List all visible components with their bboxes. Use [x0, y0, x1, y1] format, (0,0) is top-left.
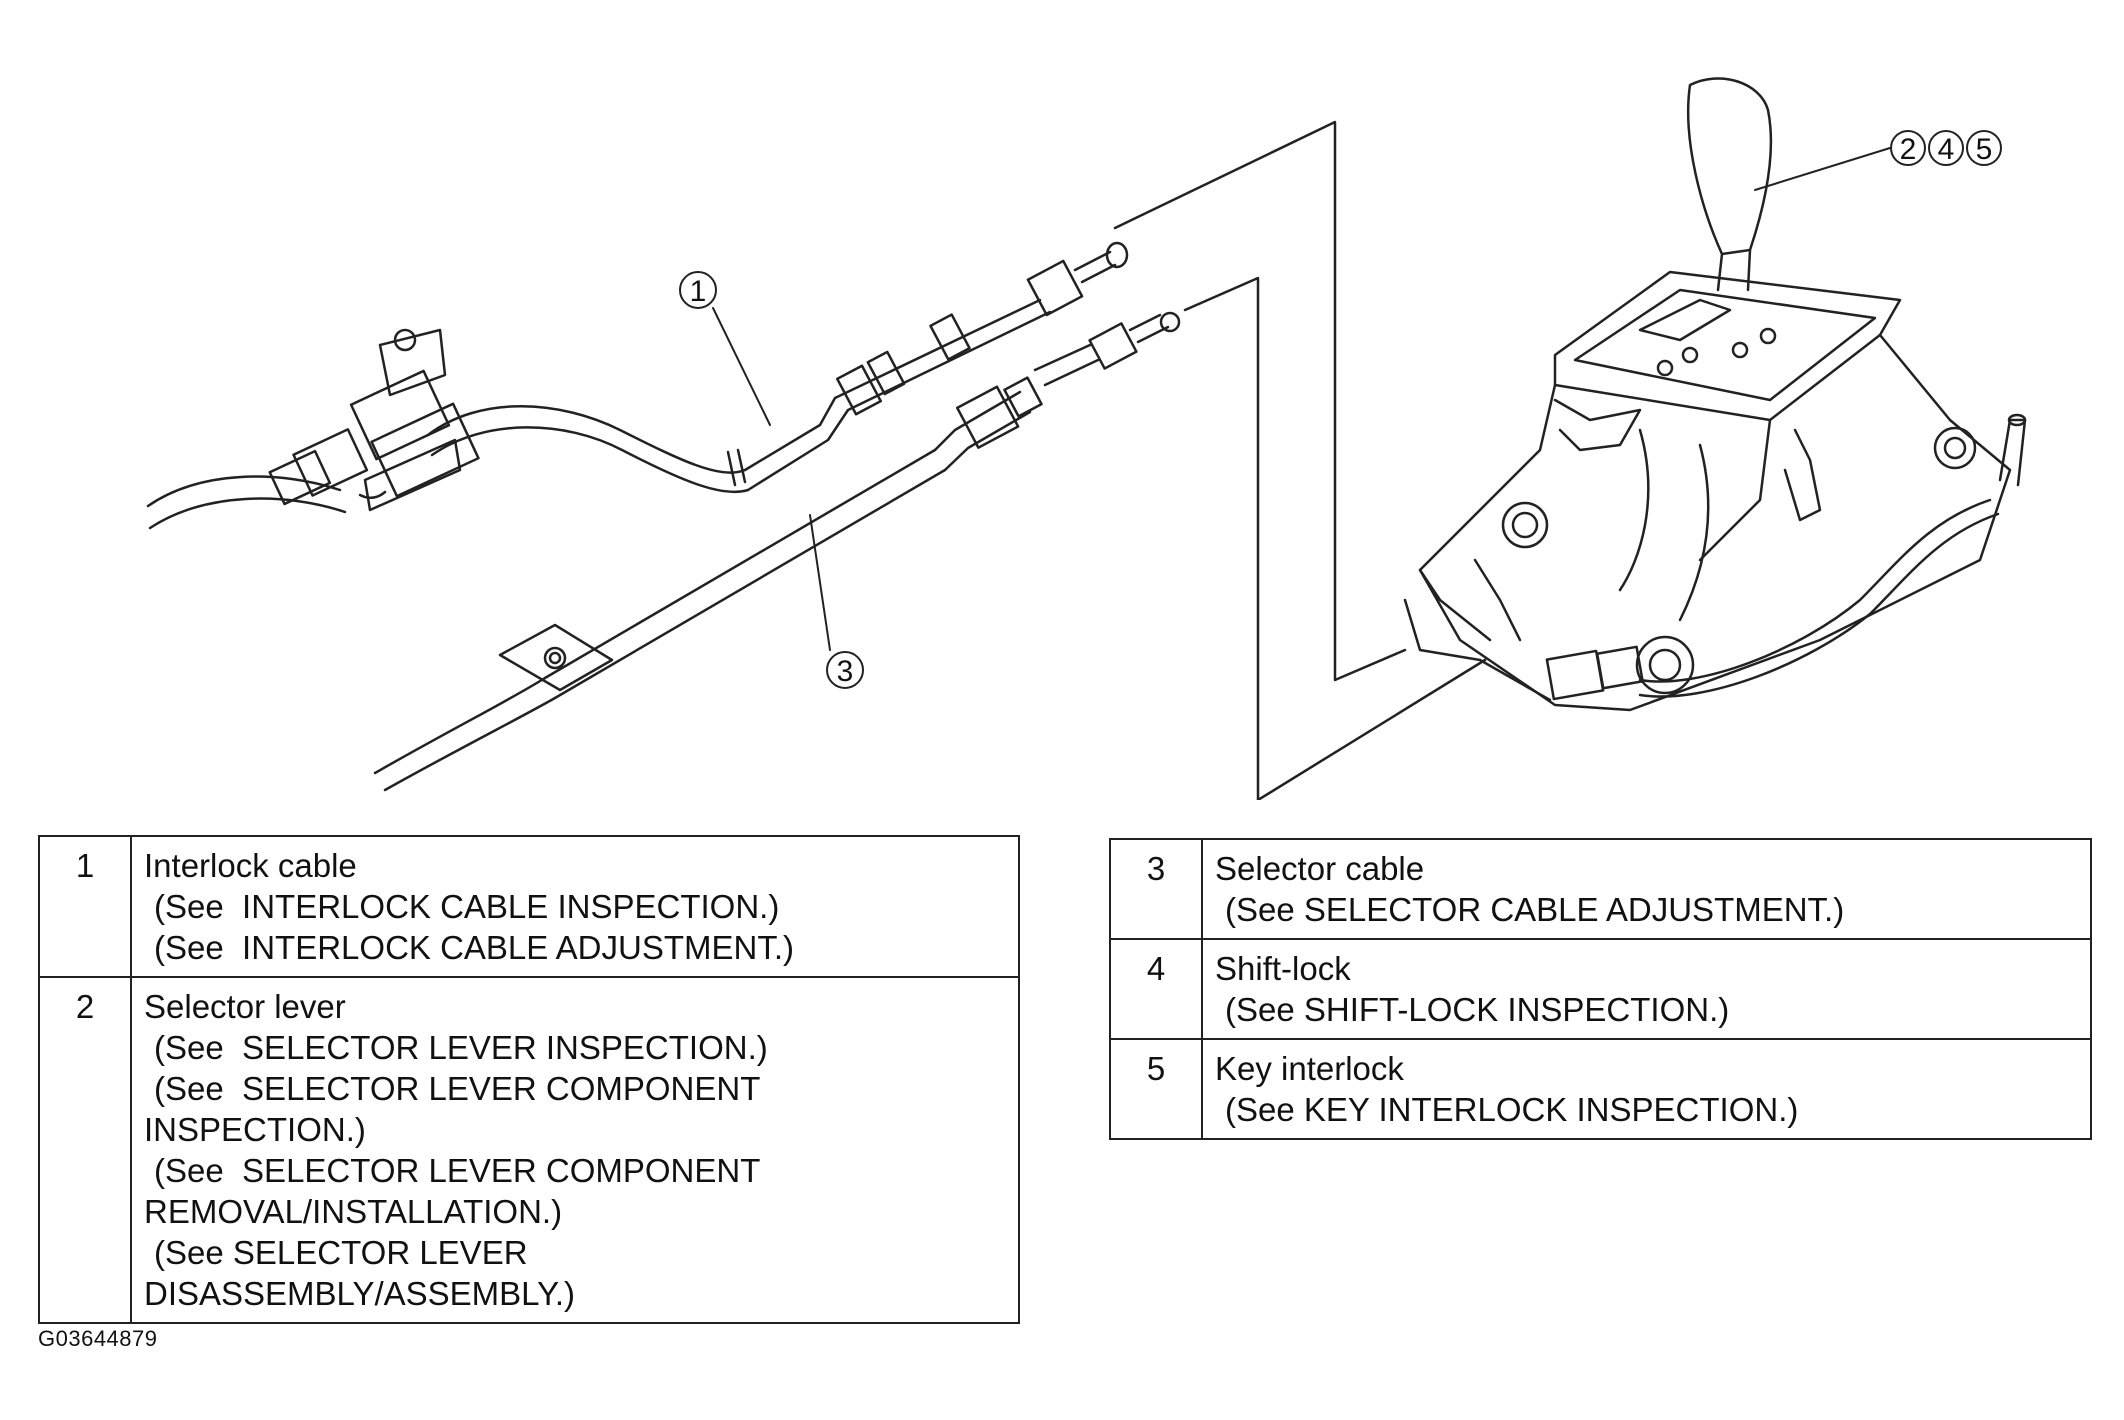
legend-number: 5 — [1109, 1038, 1203, 1140]
legend-reference: (See SELECTOR LEVER INSPECTION.) — [154, 1029, 768, 1066]
legend-row: 4 Shift-lock (See SHIFT-LOCK INSPECTION.) — [1109, 938, 2092, 1040]
legend-reference: INSPECTION.) — [144, 1111, 366, 1148]
selector-lever-assembly-illustration — [1403, 77, 2027, 712]
legend-row: 5 Key interlock (See KEY INTERLOCK INSPECT… — [1109, 1038, 2092, 1140]
legend-description: Interlock cable (See INTERLOCK CABLE INSP… — [130, 835, 1020, 978]
legend-number: 3 — [1109, 838, 1203, 940]
legend-description: Key interlock (See KEY INTERLOCK INSPECTI… — [1201, 1038, 2092, 1140]
legend-number: 2 — [38, 976, 132, 1324]
legend-description: Selector lever (See SELECTOR LEVER INSPEC… — [130, 976, 1020, 1324]
selector-cable-illustration — [373, 311, 1181, 792]
legend-table-right: 3 Selector cable (See SELECTOR CABLE ADJUS… — [1109, 838, 2092, 1140]
callout-digit: 4 — [1938, 133, 1955, 166]
legend-title: Selector cable — [1215, 850, 1425, 887]
callout-selector-cable: 3 — [826, 651, 864, 689]
callout-interlock-cable: 1 — [679, 271, 717, 309]
legend-title: Interlock cable — [144, 847, 357, 884]
svg-text:3: 3 — [837, 655, 854, 688]
legend-table-left: 1 Interlock cable (See INTERLOCK CABLE INS… — [38, 835, 1020, 1324]
legend-reference: (See KEY INTERLOCK INSPECTION.) — [1225, 1091, 1799, 1128]
legend-number: 1 — [38, 835, 132, 978]
legend-reference: (See INTERLOCK CABLE INSPECTION.) — [154, 888, 780, 925]
legend-reference: (See SELECTOR LEVER — [154, 1234, 528, 1271]
svg-text:245: 245 — [1900, 133, 1993, 166]
legend-title: Selector lever — [144, 988, 346, 1025]
interlock-cable-illustration — [146, 241, 1129, 530]
legend-reference: (See SELECTOR LEVER COMPONENT — [154, 1070, 761, 1107]
legend-title: Key interlock — [1215, 1050, 1404, 1087]
legend-row: 3 Selector cable (See SELECTOR CABLE ADJUS… — [1109, 838, 2092, 940]
legend-reference: (See SHIFT-LOCK INSPECTION.) — [1225, 991, 1730, 1028]
legend-reference: (See SELECTOR LEVER COMPONENT — [154, 1152, 761, 1189]
legend-description: Selector cable (See SELECTOR CABLE ADJUST… — [1201, 838, 2092, 940]
legend-reference: REMOVAL/INSTALLATION.) — [144, 1193, 563, 1230]
legend-row: 2 Selector lever (See SELECTOR LEVER INSPE… — [38, 976, 1020, 1324]
legend-title: Shift-lock — [1215, 950, 1351, 987]
legend-description: Shift-lock (See SHIFT-LOCK INSPECTION.) — [1201, 938, 2092, 1040]
legend-reference: DISASSEMBLY/ASSEMBLY.) — [144, 1275, 575, 1312]
legend-reference: (See SELECTOR CABLE ADJUSTMENT.) — [1225, 891, 1845, 928]
legend-reference: (See INTERLOCK CABLE ADJUSTMENT.) — [154, 929, 794, 966]
callout-digit: 5 — [1976, 133, 1993, 166]
leader-lines — [712, 147, 1891, 651]
legend-number: 4 — [1109, 938, 1203, 1040]
callout-digit: 2 — [1900, 133, 1917, 166]
figure-id: G03644879 — [38, 1326, 158, 1351]
break-lines — [1113, 120, 1487, 800]
legend-row: 1 Interlock cable (See INTERLOCK CABLE INS… — [38, 835, 1020, 978]
svg-text:1: 1 — [690, 275, 707, 308]
